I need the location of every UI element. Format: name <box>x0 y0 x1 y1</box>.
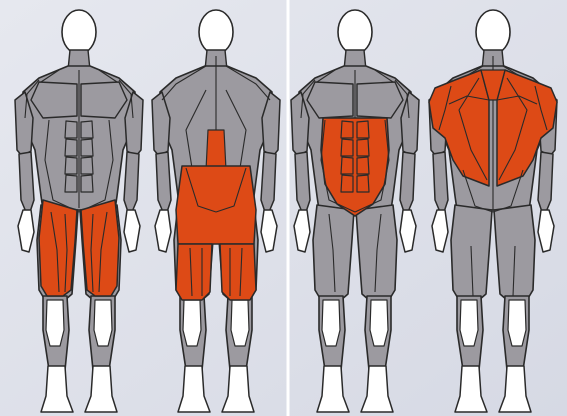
hamstring-highlight-right <box>220 244 256 300</box>
knee-left <box>46 300 64 346</box>
head <box>338 10 372 54</box>
knee-right <box>94 300 112 346</box>
knee-right <box>231 300 249 346</box>
knee-left <box>322 300 340 346</box>
abdominal-block-2-left <box>341 139 353 156</box>
lower-back-highlight <box>206 130 226 170</box>
abdominal-block-1-left <box>65 121 77 138</box>
knee-right <box>370 300 388 346</box>
abdominal-block-2-left <box>65 139 77 156</box>
head <box>199 10 233 54</box>
head <box>62 10 96 54</box>
knee-right <box>508 300 526 346</box>
abdominal-block-3-left <box>341 157 353 174</box>
abdominal-block-4-left <box>65 175 77 192</box>
abdominal-block-3-right <box>357 157 369 174</box>
knee-left <box>460 300 478 346</box>
abdominal-block-4-right <box>357 175 369 192</box>
glute-highlight <box>176 166 256 244</box>
abdominal-block-4-left <box>341 175 353 192</box>
abdominal-block-2-right <box>81 139 93 156</box>
abdominal-block-1-left <box>341 121 353 138</box>
head <box>476 10 510 54</box>
abdominal-block-1-right <box>81 121 93 138</box>
abdominal-block-3-left <box>65 157 77 174</box>
abdominal-block-4-right <box>81 175 93 192</box>
abdominal-block-1-right <box>357 121 369 138</box>
abdominal-block-2-right <box>357 139 369 156</box>
hamstring-highlight-left <box>176 244 212 300</box>
knee-left <box>183 300 201 346</box>
abdominal-block-3-right <box>81 157 93 174</box>
